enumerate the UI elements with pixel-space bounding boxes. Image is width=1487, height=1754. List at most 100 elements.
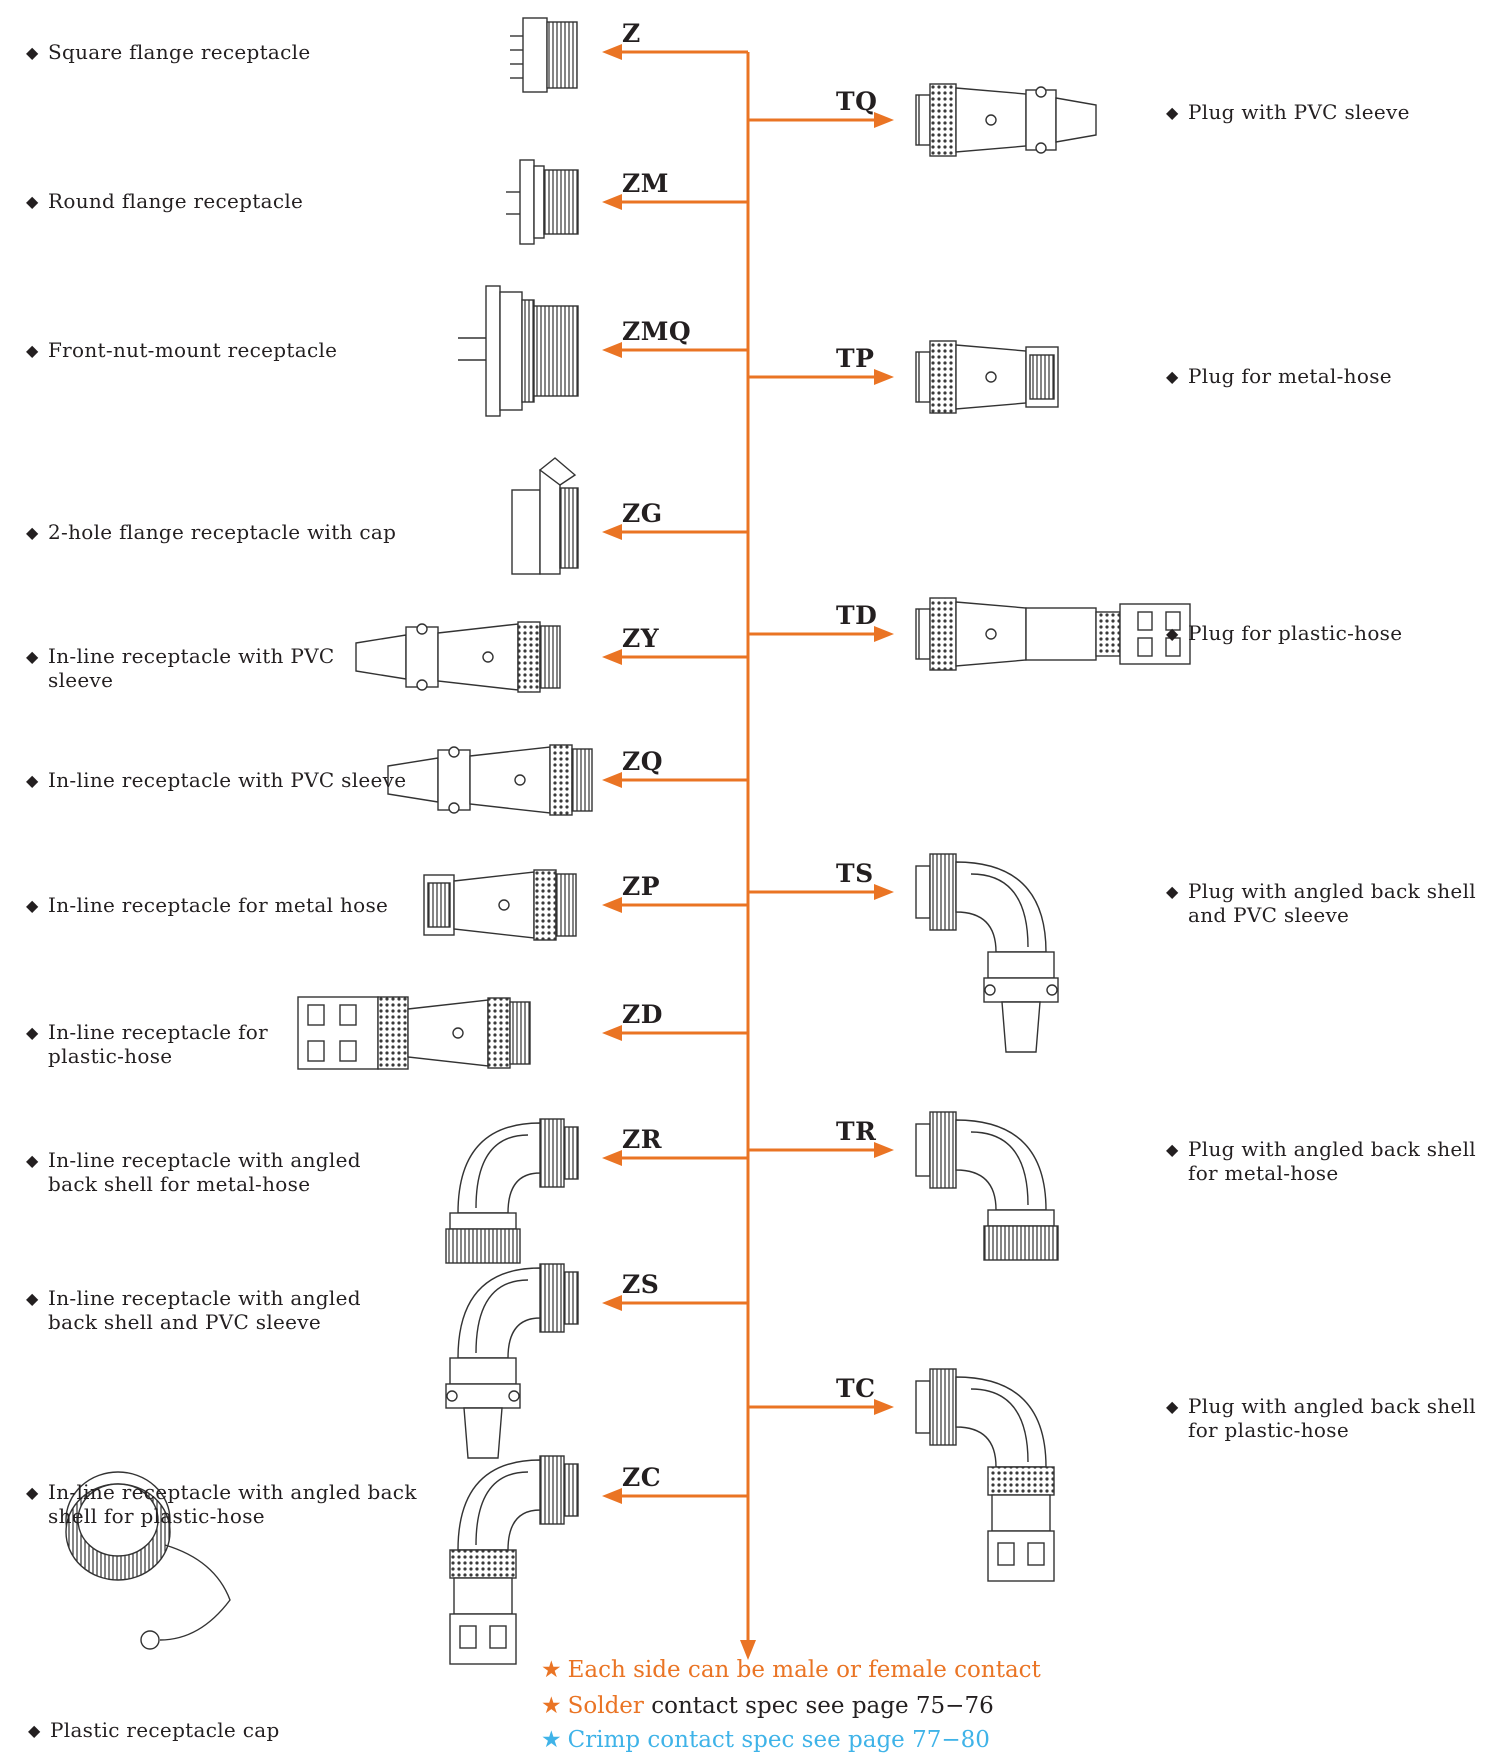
code-tp: TP	[836, 344, 875, 373]
label-text: Plug for metal-hose	[1188, 364, 1392, 388]
label-text: Plug with PVC sleeve	[1188, 100, 1410, 124]
label-text: In-line receptacle with PVC sleeve	[48, 644, 335, 692]
connector-illustrations	[65, 17, 1191, 1665]
diamond-bullet-icon: ◆	[26, 1483, 39, 1502]
receptacle-label-z: ◆ Square flange receptacle	[26, 40, 311, 65]
zd-inline-plastic-hose-illustration	[297, 996, 531, 1070]
code-zp: ZP	[622, 872, 661, 901]
receptacle-label-zq: ◆In-line receptacle with PVC sleeve	[26, 768, 406, 793]
receptacle-label-zr: ◆In-line receptacle with angled back she…	[26, 1148, 361, 1196]
arrowhead	[874, 112, 894, 128]
arrowhead	[602, 342, 622, 358]
tq-plug-pvc-illustration	[915, 83, 1097, 157]
label-text: Plug with angled back shell for plastic-…	[1188, 1394, 1476, 1442]
receptacle-label-zs: ◆ In-line receptacle with angled back she…	[26, 1286, 361, 1334]
arrowhead	[602, 1150, 622, 1166]
arrowhead	[602, 1295, 622, 1311]
star-icon: ★	[541, 1693, 562, 1719]
diamond-bullet-icon: ◆	[1166, 624, 1179, 643]
plastic-cap-illustration	[65, 1471, 231, 1650]
plug-label-tp: ◆ Plug for metal-hose	[1166, 364, 1392, 389]
zm-round-flange-illustration	[506, 159, 579, 245]
label-text: Front-nut-mount receptacle	[48, 338, 338, 362]
label-text: Plug for plastic-hose	[1188, 621, 1403, 645]
code-zq: ZQ	[622, 747, 664, 776]
diamond-bullet-icon: ◆	[1166, 1397, 1179, 1416]
arrowhead	[602, 649, 622, 665]
receptacle-label-zy: ◆ In-line receptacle with PVC sleeve	[26, 644, 335, 692]
zmq-front-nut-illustration	[458, 285, 579, 417]
note-solder: ★Solder contact spec see page 75−76	[541, 1693, 994, 1719]
diamond-bullet-icon: ◆	[1166, 1140, 1179, 1159]
diamond-bullet-icon: ◆	[26, 896, 39, 915]
code-zs: ZS	[622, 1270, 660, 1299]
ts-plug-angled-pvc-illustration	[915, 853, 1059, 1053]
diamond-bullet-icon: ◆	[26, 192, 39, 211]
code-tr: TR	[836, 1117, 877, 1146]
diamond-bullet-icon: ◆	[26, 43, 39, 62]
zs-angled-pvc-illustration	[445, 1263, 579, 1459]
label-text: Plug with angled back shell for metal-ho…	[1188, 1137, 1476, 1185]
label-text: 2-hole flange receptacle with cap	[48, 520, 397, 544]
star-icon: ★	[541, 1657, 562, 1683]
diamond-bullet-icon: ◆	[26, 341, 39, 360]
receptacle-label-zmq: ◆ Front-nut-mount receptacle	[26, 338, 337, 363]
code-ts: TS	[836, 859, 874, 888]
receptacle-label-zg: ◆ 2-hole flange receptacle with cap	[26, 520, 396, 545]
cap-label: ◆Plastic receptacle cap	[28, 1718, 280, 1743]
arrowhead	[874, 369, 894, 385]
diamond-bullet-icon: ◆	[26, 1023, 39, 1042]
diamond-bullet-icon: ◆	[26, 647, 39, 666]
label-text: In-line receptacle with angled back shel…	[48, 1286, 361, 1334]
plug-label-tq: ◆ Plug with PVC sleeve	[1166, 100, 1410, 125]
receptacle-label-zd: ◆ In-line receptacle for plastic-hose	[26, 1020, 268, 1068]
label-text: In-line receptacle with angled back shel…	[48, 1480, 417, 1528]
code-zmq: ZMQ	[622, 317, 692, 346]
code-zg: ZG	[622, 499, 663, 528]
label-text: Plug with angled back shell and PVC slee…	[1188, 879, 1476, 927]
diamond-bullet-icon: ◆	[26, 1151, 39, 1170]
tc-plug-angled-plastic-hose-illustration	[915, 1368, 1055, 1582]
trunk-arrowhead	[740, 1640, 756, 1660]
label-text: In-line receptacle for metal hose	[48, 893, 389, 917]
arrowhead	[874, 626, 894, 642]
td-plug-plastic-hose-illustration	[915, 597, 1191, 671]
code-tq: TQ	[836, 87, 878, 116]
arrowhead	[874, 884, 894, 900]
arrowhead	[602, 1025, 622, 1041]
arrowhead	[602, 772, 622, 788]
diamond-bullet-icon: ◆	[26, 523, 39, 542]
note-crimp: ★Crimp contact spec see page 77−80	[541, 1727, 990, 1753]
diamond-bullet-icon: ◆	[1166, 367, 1179, 386]
plug-label-ts: ◆ Plug with angled back shell and PVC sle…	[1166, 879, 1476, 927]
arrow-network	[602, 44, 894, 1660]
code-zm: ZM	[622, 169, 669, 198]
receptacle-label-zp: ◆ In-line receptacle for metal hose	[26, 893, 388, 918]
label-text: Round flange receptacle	[48, 189, 304, 213]
tr-plug-angled-metal-hose-illustration	[915, 1111, 1059, 1261]
zr-angled-metal-hose-illustration	[445, 1118, 579, 1264]
arrowhead	[602, 897, 622, 913]
tp-plug-metal-hose-illustration	[915, 340, 1059, 414]
zy-inline-pvc-illustration	[355, 621, 561, 693]
plug-label-tc: ◆ Plug with angled back shell for plastic…	[1166, 1394, 1476, 1442]
label-text: Plastic receptacle cap	[50, 1718, 280, 1742]
diamond-bullet-icon: ◆	[26, 1289, 39, 1308]
diamond-bullet-icon: ◆	[1166, 103, 1179, 122]
code-zy: ZY	[622, 624, 660, 653]
label-text: In-line receptacle for plastic-hose	[48, 1020, 268, 1068]
label-text: Square flange receptacle	[48, 40, 311, 64]
receptacle-label-zm: ◆ Round flange receptacle	[26, 189, 303, 214]
zg-flange-with-cap-illustration	[511, 457, 579, 575]
arrowhead	[602, 194, 622, 210]
code-td: TD	[836, 601, 878, 630]
label-text: In-line receptacle with PVC sleeve	[48, 768, 407, 792]
z-square-flange-illustration	[510, 17, 578, 93]
plug-label-tr: ◆ Plug with angled back shell for metal-h…	[1166, 1137, 1476, 1185]
code-zd: ZD	[622, 1000, 663, 1029]
arrowhead	[602, 1488, 622, 1504]
star-icon: ★	[541, 1727, 562, 1753]
diamond-bullet-icon: ◆	[1166, 882, 1179, 901]
code-z: Z	[622, 19, 641, 48]
